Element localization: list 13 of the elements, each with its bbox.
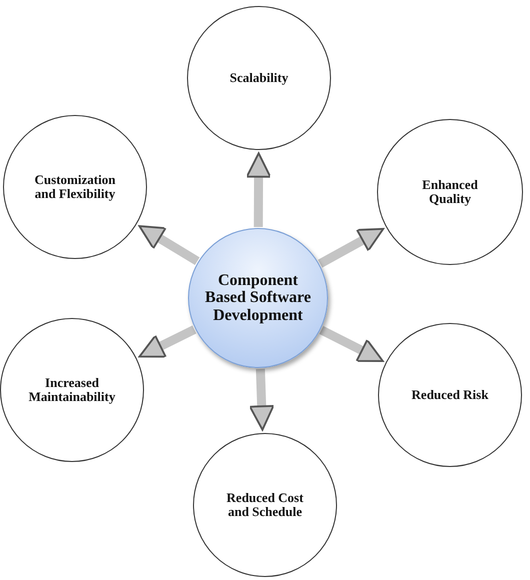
block-arrow — [319, 326, 384, 362]
circle-label: Reduced Cost and Schedule — [226, 490, 304, 520]
block-arrow — [138, 225, 200, 266]
circle-label: Component Based Software Development — [204, 272, 312, 324]
circle-label: Reduced Risk — [410, 388, 490, 402]
circle-label: Enhanced Quality — [421, 178, 479, 206]
block-arrow — [246, 152, 272, 228]
circle-label: Scalability — [228, 70, 290, 86]
block-arrow — [249, 368, 274, 431]
block-arrow — [138, 325, 196, 358]
block-arrow — [318, 228, 384, 268]
circle-label: Increased Maintainability — [28, 376, 116, 404]
circle-label: Customization and Flexibility — [34, 172, 116, 202]
